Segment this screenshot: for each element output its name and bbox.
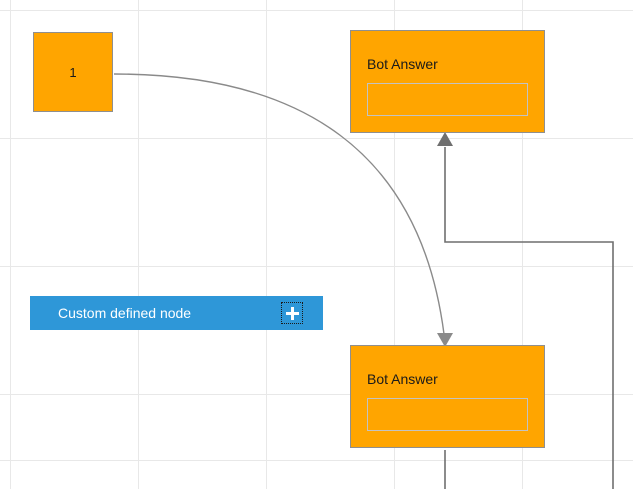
flow-node-1[interactable]: 1	[33, 32, 113, 112]
bot-answer-top-field[interactable]	[367, 83, 528, 116]
plus-icon-vertical	[290, 306, 294, 320]
bot-answer-bottom-field[interactable]	[367, 398, 528, 431]
flow-node-1-label: 1	[69, 64, 77, 80]
flow-node-bot-answer-bottom[interactable]: Bot Answer	[350, 345, 545, 448]
bot-answer-bottom-title: Bot Answer	[367, 371, 438, 387]
flow-node-bot-answer-top[interactable]: Bot Answer	[350, 30, 545, 133]
plus-icon[interactable]	[281, 302, 303, 324]
custom-defined-node-item[interactable]: Custom defined node	[30, 296, 323, 330]
bot-answer-top-title: Bot Answer	[367, 56, 438, 72]
custom-defined-node-label: Custom defined node	[58, 305, 192, 321]
